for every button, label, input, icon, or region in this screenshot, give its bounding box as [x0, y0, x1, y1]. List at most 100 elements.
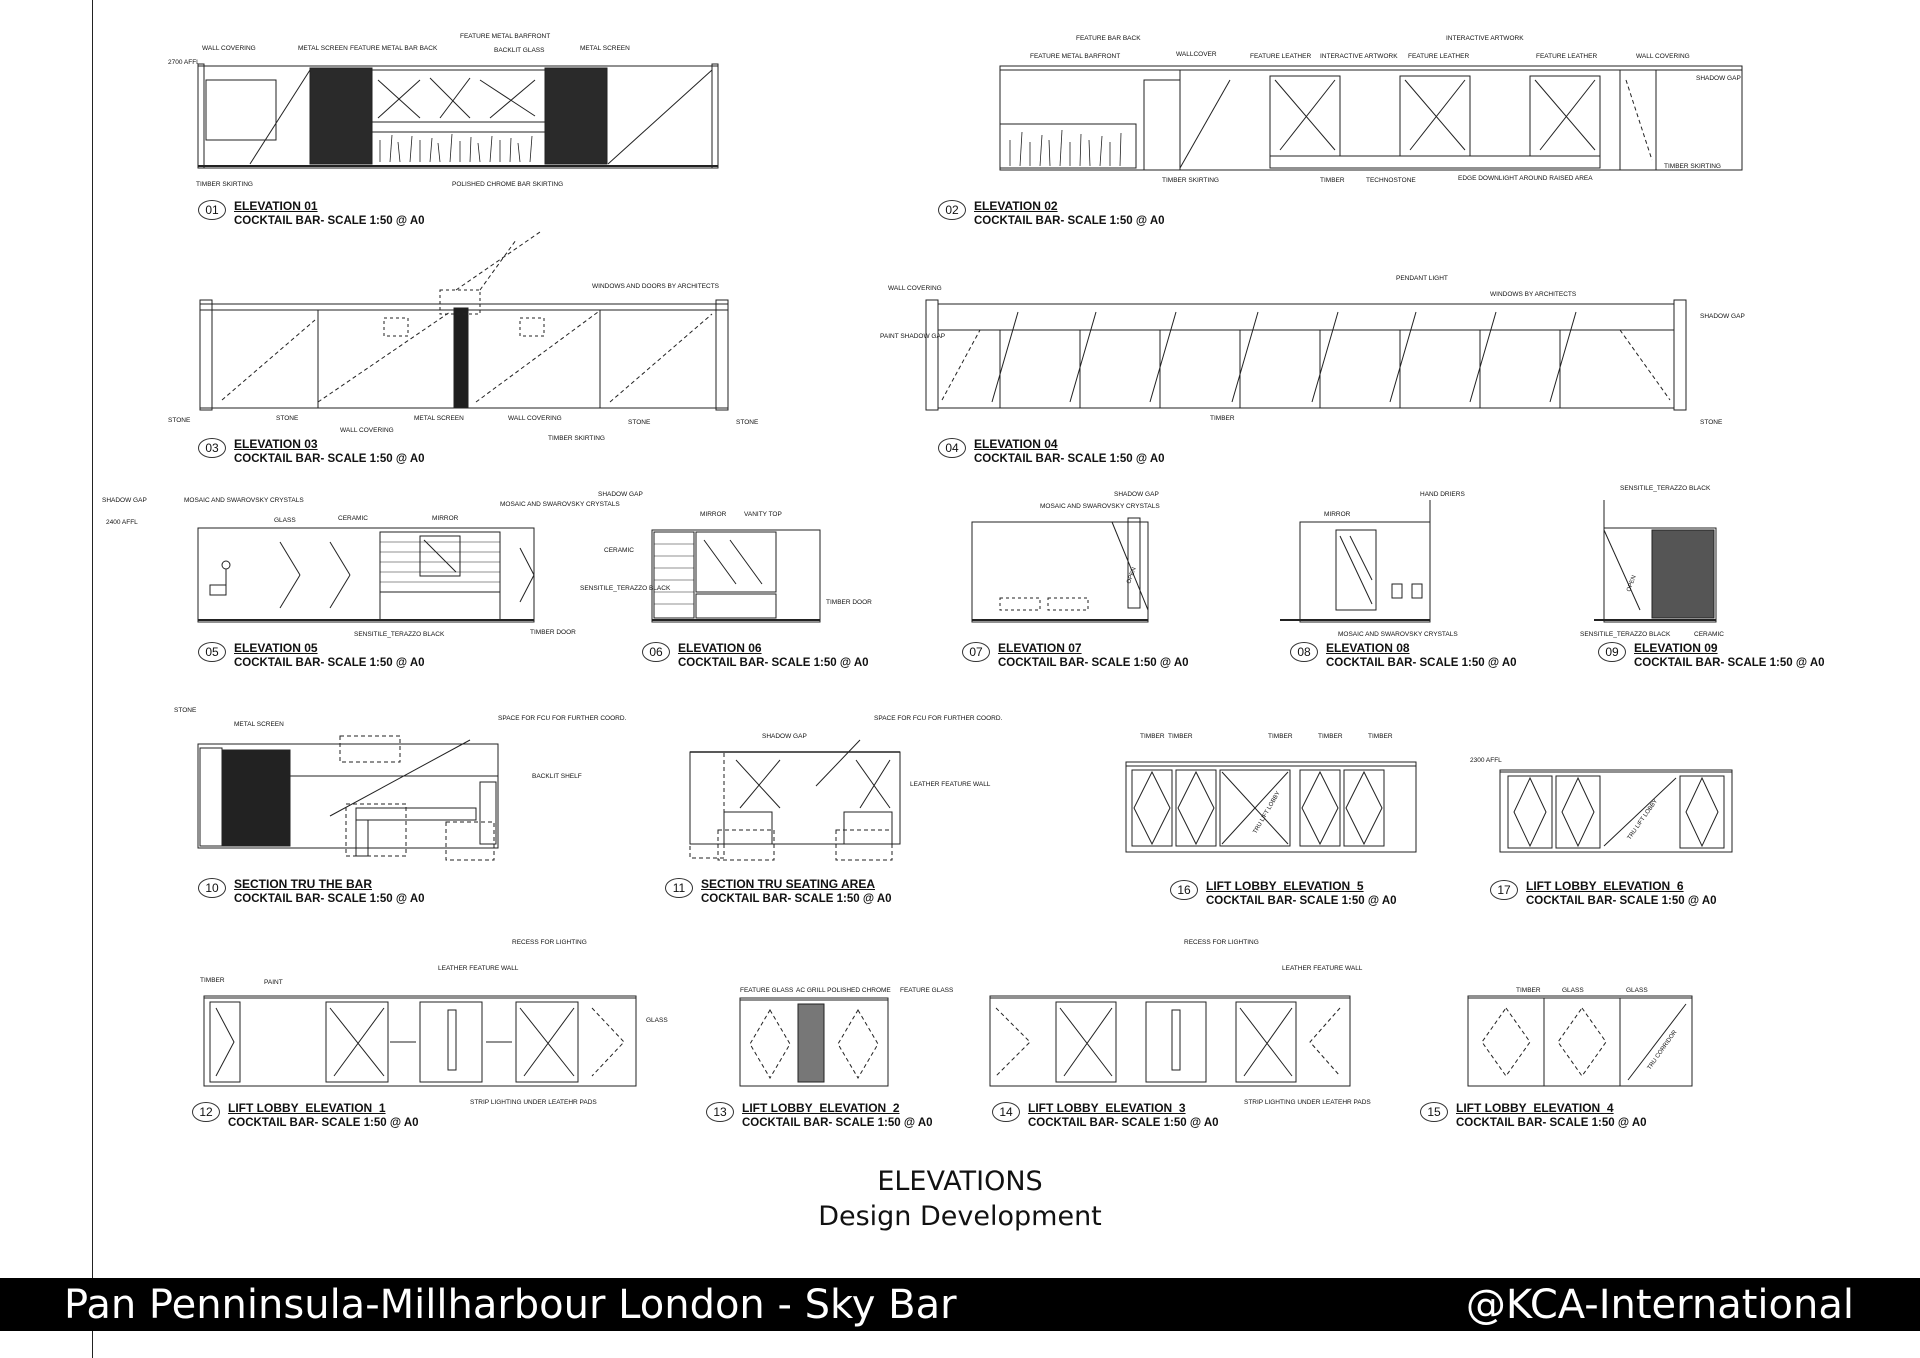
note-timber: TIMBER — [1320, 177, 1345, 184]
note-paint-shadow-gap: PAINT SHADOW GAP — [880, 333, 945, 340]
drawing-number: 15 — [1420, 1102, 1448, 1122]
note-leather-feature-wall: LEATHER FEATURE WALL — [910, 781, 991, 788]
note-timber-skirting-4: TIMBER SKIRTING — [548, 435, 605, 442]
elevation-01-drawing — [197, 63, 719, 169]
drawing-title: ELEVATION 06 — [678, 641, 762, 655]
drawing-title: LIFT LOBBY_ELEVATION_2 — [742, 1101, 900, 1115]
drawing-number: 17 — [1490, 880, 1518, 900]
note-open: OPEN — [1126, 567, 1137, 585]
note-timber-door-2: TIMBER DOOR — [826, 599, 872, 606]
note-timber-skirting-2: TIMBER SKIRTING — [1162, 177, 1219, 184]
note-space-fcu: SPACE FOR FCU FOR FURTHER COORD. — [498, 715, 627, 722]
drawing-number: 13 — [706, 1102, 734, 1122]
drawing-number: 14 — [992, 1102, 1020, 1122]
note-windows-by-architects: WINDOWS BY ARCHITECTS — [1490, 291, 1577, 298]
drawing-title: LIFT LOBBY_ELEVATION_5 — [1206, 879, 1364, 893]
drawing-scale: COCKTAIL BAR- SCALE 1:50 @ A0 — [1206, 895, 1397, 907]
elevation-02-drawing — [999, 65, 1743, 171]
note-sensitile-4: SENSITILE_TERAZZO BLACK — [1580, 631, 1671, 638]
note-timber-6: TIMBER — [1318, 733, 1343, 740]
lift-lobby-6-drawing — [1499, 769, 1733, 853]
drawing-title: SECTION TRU THE BAR — [234, 877, 372, 891]
drawing-title: ELEVATION 08 — [1326, 641, 1410, 655]
note-sensitile-2: SENSITILE_TERAZZO BLACK — [580, 585, 671, 592]
drawing-title: ELEVATION 01 — [234, 199, 318, 213]
drawing-number: 09 — [1598, 642, 1626, 662]
drawing-title: SECTION TRU SEATING AREA — [701, 877, 876, 891]
note-feature-glass-2: FEATURE GLASS — [900, 987, 954, 994]
footer-bar: Pan Penninsula-Millharbour London - Sky … — [0, 1278, 1920, 1331]
drawing-scale: COCKTAIL BAR- SCALE 1:50 @ A0 — [742, 1117, 933, 1129]
note-shadow-gap-3: SHADOW GAP — [102, 497, 147, 504]
drawing-scale: COCKTAIL BAR- SCALE 1:50 @ A0 — [1526, 895, 1717, 907]
note-polished-chrome: POLISHED CHROME BAR SKIRTING — [452, 181, 563, 188]
note-open-2: OPEN — [1626, 575, 1637, 593]
note-timber-4: TIMBER — [1168, 733, 1193, 740]
note-shadow-gap: SHADOW GAP — [1696, 75, 1741, 82]
note-timber-8: TIMBER — [200, 977, 225, 984]
drawing-title: ELEVATION 03 — [234, 437, 318, 451]
note-mosaic-3: MOSAIC AND SWAROVSKY CRYSTALS — [1040, 503, 1160, 510]
note-tru-lift-lobby: TRU LIFT LOBBY — [1253, 791, 1282, 835]
note-mirror-3: MIRROR — [1324, 511, 1351, 518]
note-strip-lighting-2: STRIP LIGHTING UNDER LEATEHR PADS — [1244, 1099, 1371, 1106]
note-wall-covering: WALL COVERING — [202, 45, 256, 52]
note-feature-glass: FEATURE GLASS — [740, 987, 794, 994]
note-technostone: TECHNOSTONE — [1366, 177, 1416, 184]
drawing-scale: COCKTAIL BAR- SCALE 1:50 @ A0 — [974, 453, 1165, 465]
drawing-title: ELEVATION 04 — [974, 437, 1058, 451]
project-name: Pan Penninsula-Millharbour London - Sky … — [64, 1282, 957, 1328]
elevation-04-drawing — [925, 299, 1687, 411]
note-leather-feature-wall-3: LEATHER FEATURE WALL — [1282, 965, 1363, 972]
note-timber-5: TIMBER — [1268, 733, 1293, 740]
drawing-number: 08 — [1290, 642, 1318, 662]
drawing-number: 03 — [198, 438, 226, 458]
note-windows-doors: WINDOWS AND DOORS BY ARCHITECTS — [592, 283, 720, 290]
note-mirror: MIRROR — [432, 515, 459, 522]
elevation-03-drawing — [199, 231, 729, 411]
elevation-07-drawing — [971, 517, 1149, 623]
elevation-08-drawing — [1280, 500, 1431, 623]
lift-lobby-2-drawing — [739, 997, 889, 1087]
note-timber-7: TIMBER — [1368, 733, 1393, 740]
drawing-title: ELEVATION 09 — [1634, 641, 1718, 655]
note-stone-6: STONE — [174, 707, 197, 714]
note-timber-skirting: TIMBER SKIRTING — [196, 181, 253, 188]
note-stone: STONE — [168, 417, 191, 424]
note-recess-lighting-2: RECESS FOR LIGHTING — [1184, 939, 1259, 946]
note-backlit-glass: BACKLIT GLASS — [494, 47, 545, 54]
drawing-scale: COCKTAIL BAR- SCALE 1:50 @ A0 — [228, 1117, 419, 1129]
drawing-scale: COCKTAIL BAR- SCALE 1:50 @ A0 — [701, 893, 892, 905]
note-metal-screen-4: METAL SCREEN — [234, 721, 284, 728]
note-stone-2: STONE — [276, 415, 299, 422]
note-shadow-gap-6: SHADOW GAP — [762, 733, 807, 740]
drawing-number: 01 — [198, 200, 226, 220]
note-feature-leather-2: FEATURE LEATHER — [1408, 53, 1469, 60]
note-stone-5: STONE — [1700, 419, 1723, 426]
section-11-drawing — [689, 739, 901, 861]
drawing-number: 10 — [198, 878, 226, 898]
note-feature-bar-back: FEATURE BAR BACK — [1076, 35, 1141, 42]
note-feature-metal-bar-back: FEATURE METAL BAR BACK — [350, 45, 438, 52]
drawing-number: 07 — [962, 642, 990, 662]
note-shadow-gap-5: SHADOW GAP — [1114, 491, 1159, 498]
drawing-number: 04 — [938, 438, 966, 458]
note-2700-affl: 2700 AFFL — [168, 59, 200, 66]
note-sensitile-3: SENSITILE_TERAZZO BLACK — [1620, 485, 1711, 492]
note-feature-leather-3: FEATURE LEATHER — [1536, 53, 1597, 60]
note-mosaic: MOSAIC AND SWAROVSKY CRYSTALS — [184, 497, 304, 504]
drawing-number: 11 — [665, 878, 693, 898]
drawing-title: LIFT LOBBY_ELEVATION_1 — [228, 1101, 386, 1115]
note-timber-skirting-3: TIMBER SKIRTING — [1664, 163, 1721, 170]
note-metal-screen-3: METAL SCREEN — [414, 415, 464, 422]
drawing-number: 16 — [1170, 880, 1198, 900]
drawing-title: ELEVATION 02 — [974, 199, 1058, 213]
note-wall-covering-3: WALL COVERING — [340, 427, 394, 434]
note-2400-affl: 2400 AFFL — [106, 519, 138, 526]
note-wallcover: WALLCOVER — [1176, 51, 1217, 58]
lift-lobby-4-drawing — [1467, 995, 1693, 1087]
drawing-title: LIFT LOBBY_ELEVATION_4 — [1456, 1101, 1614, 1115]
note-mirror-2: MIRROR — [700, 511, 727, 518]
note-metal-screen-2: METAL SCREEN — [580, 45, 630, 52]
note-stone-3: STONE — [628, 419, 651, 426]
